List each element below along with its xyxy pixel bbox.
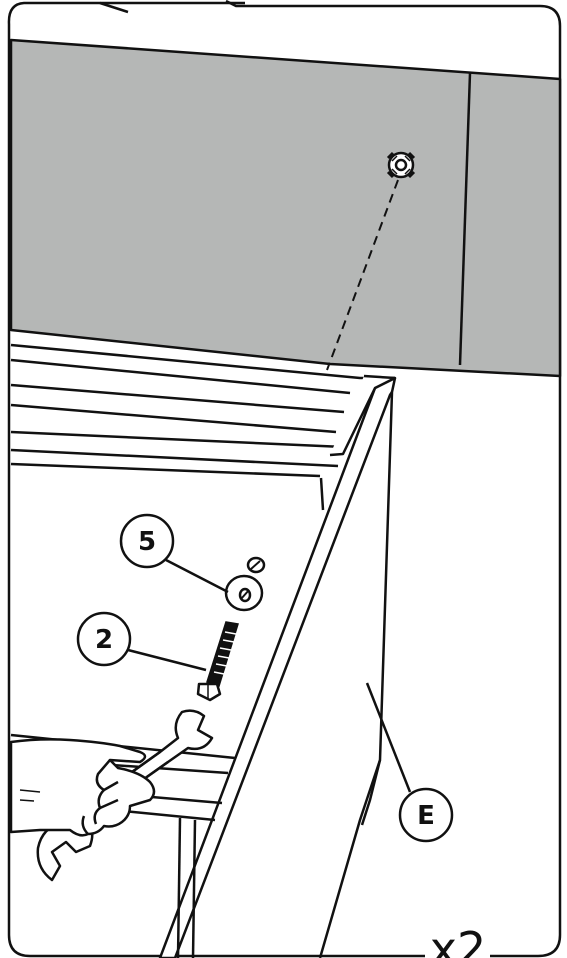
callout-bolt-label: 2 (95, 625, 113, 655)
t-nut-icon (388, 153, 414, 177)
cabinet-top-panel (11, 40, 560, 376)
lock-washer-icon (248, 558, 264, 572)
callout-washer: 5 (121, 515, 228, 592)
bolt-icon (198, 622, 238, 700)
hand-icon (11, 739, 154, 835)
callout-bolt: 2 (78, 613, 206, 670)
callout-washer-label: 5 (138, 527, 156, 557)
quantity-multiplier: x2 (430, 922, 487, 958)
washer-icon (226, 576, 262, 610)
callout-panel-label: E (417, 801, 435, 831)
